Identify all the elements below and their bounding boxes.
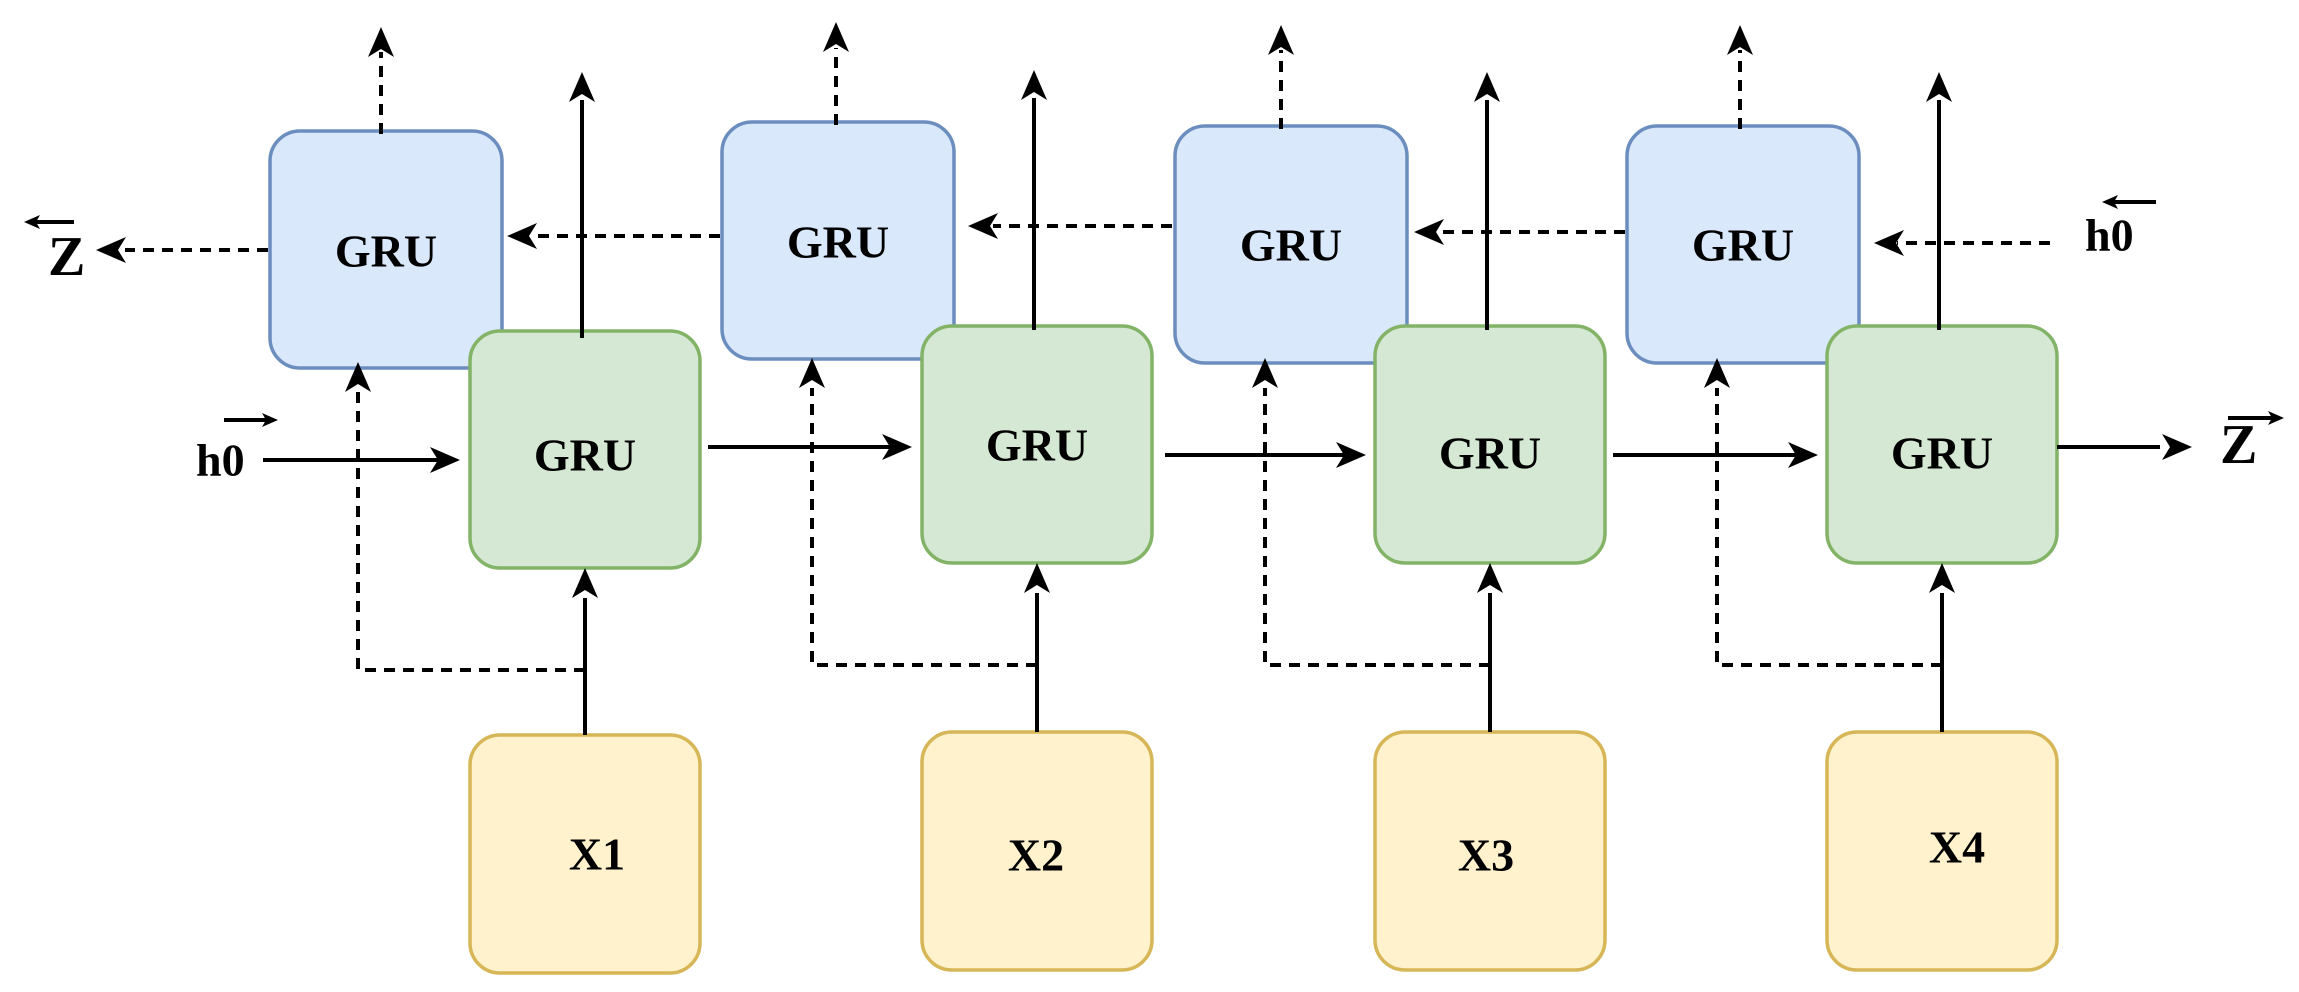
forward-cell-2-label: GRU — [986, 420, 1088, 471]
backward-arrows — [125, 224, 2050, 252]
input-2-to-backward — [810, 388, 1037, 667]
backward-output-label: Z — [48, 226, 85, 288]
forward-initial-state-label: h0 — [196, 435, 245, 486]
input-connections — [356, 388, 1944, 735]
label-forward-initial: h0 — [196, 413, 278, 486]
forward-cell-2: GRU — [920, 324, 1154, 565]
label-backward-output: Z — [24, 215, 85, 288]
backward-cell-2: GRU — [720, 120, 956, 361]
input-box-1-label: X1 — [569, 829, 625, 880]
forward-cell-3: GRU — [1373, 324, 1607, 565]
label-forward-output: Z — [2220, 411, 2284, 476]
forward-outputs — [580, 98, 1941, 338]
input-box-1: X1 — [468, 733, 702, 975]
backward-cell-4: GRU — [1625, 124, 1861, 365]
label-backward-initial: h0 — [2085, 195, 2156, 261]
forward-cell-4: GRU — [1825, 324, 2059, 565]
input-box-3: X3 — [1373, 730, 1607, 972]
forward-cell-1: GRU — [468, 329, 702, 570]
forward-cell-1-label: GRU — [534, 430, 636, 481]
forward-cell-3-label: GRU — [1439, 428, 1541, 479]
backward-cell-3-label: GRU — [1240, 220, 1342, 271]
forward-output-label: Z — [2220, 414, 2257, 476]
input-box-2-label: X2 — [1008, 830, 1064, 881]
input-box-2: X2 — [920, 730, 1154, 972]
input-3-to-backward — [1263, 388, 1490, 667]
input-box-4: X4 — [1825, 730, 2059, 972]
backward-initial-state-label: h0 — [2085, 210, 2134, 261]
backward-cell-1: GRU — [268, 129, 504, 370]
input-4-to-backward — [1715, 388, 1942, 667]
backward-cell-3: GRU — [1173, 124, 1409, 365]
forward-arrows — [263, 445, 2160, 462]
arrowheads — [96, 22, 2192, 598]
backward-cell-2-label: GRU — [787, 217, 889, 268]
backward-cell-1-label: GRU — [335, 226, 437, 277]
forward-cell-4-label: GRU — [1891, 428, 1993, 479]
backward-cell-4-label: GRU — [1692, 220, 1794, 271]
input-box-3-label: X3 — [1458, 830, 1514, 881]
input-box-4-label: X4 — [1929, 822, 1985, 873]
backward-outputs — [379, 48, 1742, 134]
